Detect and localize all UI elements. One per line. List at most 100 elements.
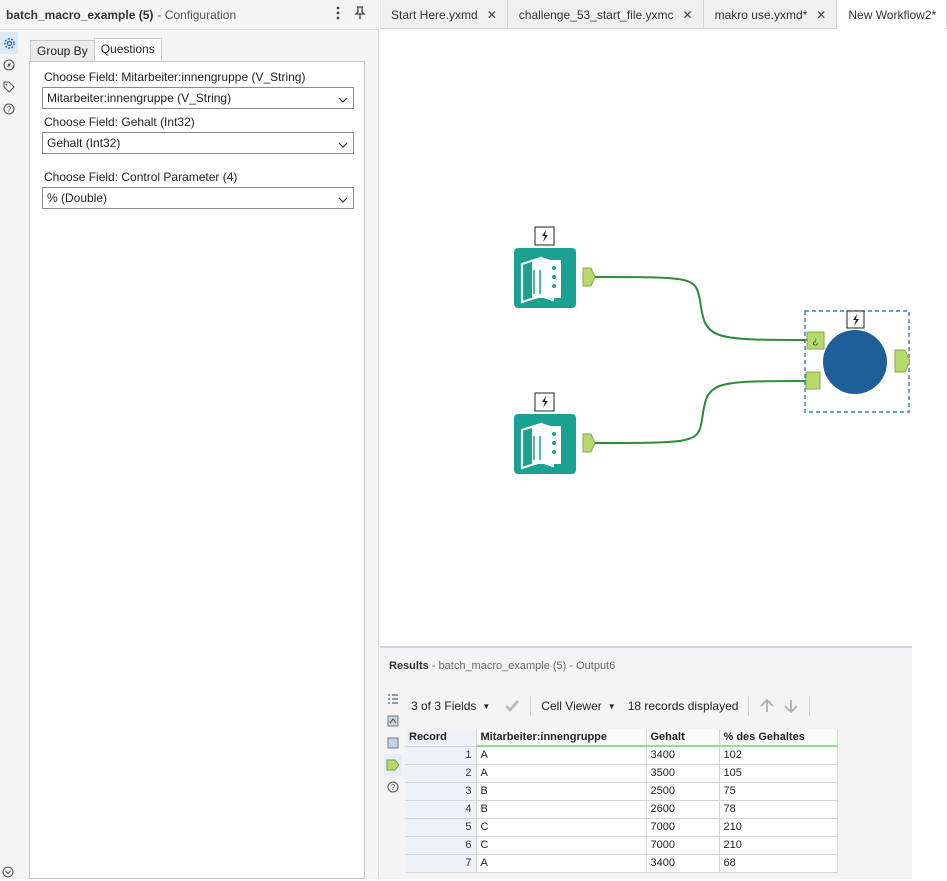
- field-select-value: Gehalt (Int32): [47, 136, 121, 150]
- question-label-gehalt: Choose Field: Gehalt (Int32): [44, 115, 195, 129]
- table-cell[interactable]: 68: [719, 854, 838, 873]
- table-cell[interactable]: 3500: [646, 764, 720, 783]
- text-input-tool-2[interactable]: [514, 392, 596, 474]
- table-row[interactable]: 7 A 3400 68: [405, 854, 838, 873]
- scroll-down-icon[interactable]: [2, 866, 14, 881]
- table-cell[interactable]: 210: [719, 818, 838, 837]
- workflow-canvas[interactable]: ¿: [380, 30, 912, 646]
- results-panel: Results - batch_macro_example (5) - Outp…: [380, 646, 912, 879]
- cell-viewer-dropdown[interactable]: Cell Viewer ▼: [537, 699, 619, 713]
- table-row[interactable]: 2 A 3500 105: [405, 764, 838, 783]
- table-cell[interactable]: B: [476, 782, 647, 801]
- table-cell[interactable]: A: [476, 854, 647, 873]
- chevron-down-icon: [338, 136, 348, 156]
- tab-group-by[interactable]: Group By: [30, 40, 95, 62]
- output-anchor[interactable]: [894, 349, 911, 373]
- record-number: 4: [405, 800, 477, 819]
- tab-questions[interactable]: Questions: [93, 38, 162, 62]
- output-data-icon[interactable]: [384, 732, 402, 754]
- doc-tab-label: makro use.yxmd*: [714, 7, 808, 22]
- table-row[interactable]: 1 A 3400 102: [405, 746, 838, 765]
- chevron-down-icon: [338, 191, 348, 211]
- wire-connection-1[interactable]: [593, 276, 813, 341]
- more-options-icon[interactable]: [330, 6, 346, 24]
- gear-icon[interactable]: [0, 32, 18, 54]
- close-icon[interactable]: ✕: [486, 7, 497, 22]
- wire-connection-2[interactable]: [593, 380, 808, 444]
- doc-tab-label: Start Here.yxmd: [391, 7, 478, 22]
- table-cell[interactable]: C: [476, 818, 647, 837]
- input-data-icon[interactable]: [384, 710, 402, 732]
- record-number: 7: [405, 854, 477, 873]
- field-select-mitarbeiter[interactable]: Mitarbeiter:innengruppe (V_String): [42, 87, 354, 109]
- table-row[interactable]: 3 B 2500 75: [405, 782, 838, 801]
- table-cell[interactable]: B: [476, 800, 647, 819]
- table-cell[interactable]: 210: [719, 836, 838, 855]
- column-header-record[interactable]: Record: [405, 729, 477, 747]
- help-icon[interactable]: ?: [384, 776, 402, 798]
- column-header-percent[interactable]: % des Gehaltes: [719, 729, 838, 747]
- table-cell[interactable]: 3400: [646, 854, 720, 873]
- tab-makro-use[interactable]: makro use.yxmd* ✕: [704, 0, 838, 29]
- results-table: Record Mitarbeiter:innengruppe Gehalt % …: [405, 729, 838, 873]
- table-cell[interactable]: 2600: [646, 800, 720, 819]
- data-input-anchor[interactable]: [805, 371, 821, 390]
- table-cell[interactable]: C: [476, 836, 647, 855]
- field-select-value: Mitarbeiter:innengruppe (V_String): [47, 91, 232, 105]
- column-header-gehalt[interactable]: Gehalt: [646, 729, 720, 747]
- control-input-anchor[interactable]: [806, 331, 825, 350]
- pin-icon[interactable]: [352, 6, 368, 24]
- table-header-row: Record Mitarbeiter:innengruppe Gehalt % …: [405, 729, 838, 747]
- table-cell[interactable]: 105: [719, 764, 838, 783]
- record-number: 1: [405, 746, 477, 765]
- anchor-output-icon[interactable]: [384, 754, 402, 776]
- toolbar-divider: [530, 696, 532, 716]
- field-select-gehalt[interactable]: Gehalt (Int32): [42, 132, 354, 154]
- table-row[interactable]: 6 C 7000 210: [405, 836, 838, 855]
- tag-icon[interactable]: [0, 76, 18, 98]
- table-row[interactable]: 5 C 7000 210: [405, 818, 838, 837]
- cell-viewer-label: Cell Viewer: [541, 699, 602, 713]
- table-cell[interactable]: 75: [719, 782, 838, 801]
- document-tabs: Start Here.yxmd ✕ challenge_53_start_file…: [380, 0, 947, 29]
- table-cell[interactable]: A: [476, 746, 647, 765]
- arrow-down-icon[interactable]: [779, 698, 803, 714]
- compass-icon[interactable]: [0, 54, 18, 76]
- tab-new-workflow2[interactable]: New Workflow2*: [837, 0, 947, 29]
- field-select-control-parameter[interactable]: % (Double): [42, 187, 354, 209]
- batch-macro-tool[interactable]: ¿: [804, 310, 911, 413]
- table-cell[interactable]: 2500: [646, 782, 720, 801]
- doc-tab-label: challenge_53_start_file.yxmc: [518, 7, 674, 22]
- tab-challenge-53[interactable]: challenge_53_start_file.yxmc ✕: [508, 0, 704, 29]
- fields-selector[interactable]: 3 of 3 Fields ▼: [407, 699, 494, 713]
- list-icon[interactable]: [384, 688, 402, 710]
- records-displayed-label: 18 records displayed: [627, 699, 739, 713]
- table-cell[interactable]: 3400: [646, 746, 720, 765]
- table-row[interactable]: 4 B 2600 78: [405, 800, 838, 819]
- record-number: 6: [405, 836, 477, 855]
- table-cell[interactable]: 102: [719, 746, 838, 765]
- column-header-mitarbeiter[interactable]: Mitarbeiter:innengruppe: [476, 729, 647, 747]
- arrow-up-icon[interactable]: [755, 698, 779, 714]
- results-title: Results: [389, 660, 429, 672]
- apply-checkmark-icon[interactable]: [500, 699, 524, 713]
- text-input-tool-1[interactable]: [514, 226, 596, 308]
- toolbar-divider: [748, 696, 750, 716]
- tab-start-here[interactable]: Start Here.yxmd ✕: [380, 0, 508, 29]
- table-cell[interactable]: 7000: [646, 836, 720, 855]
- output-anchor[interactable]: [582, 433, 596, 453]
- close-icon[interactable]: ✕: [816, 7, 827, 22]
- caret-down-icon: ▼: [607, 701, 616, 711]
- configuration-subtitle: - Configuration: [157, 7, 237, 22]
- close-icon[interactable]: ✕: [682, 7, 693, 22]
- record-number: 3: [405, 782, 477, 801]
- configuration-side-toolbar: ?: [0, 32, 18, 879]
- table-cell[interactable]: A: [476, 764, 647, 783]
- fields-selector-label: 3 of 3 Fields: [411, 699, 477, 713]
- configuration-tabs: Group By Questions: [30, 38, 162, 62]
- results-side-toolbar: ?: [384, 688, 402, 798]
- table-cell[interactable]: 7000: [646, 818, 720, 837]
- output-anchor[interactable]: [582, 267, 596, 287]
- table-cell[interactable]: 78: [719, 800, 838, 819]
- help-icon[interactable]: ?: [0, 98, 18, 120]
